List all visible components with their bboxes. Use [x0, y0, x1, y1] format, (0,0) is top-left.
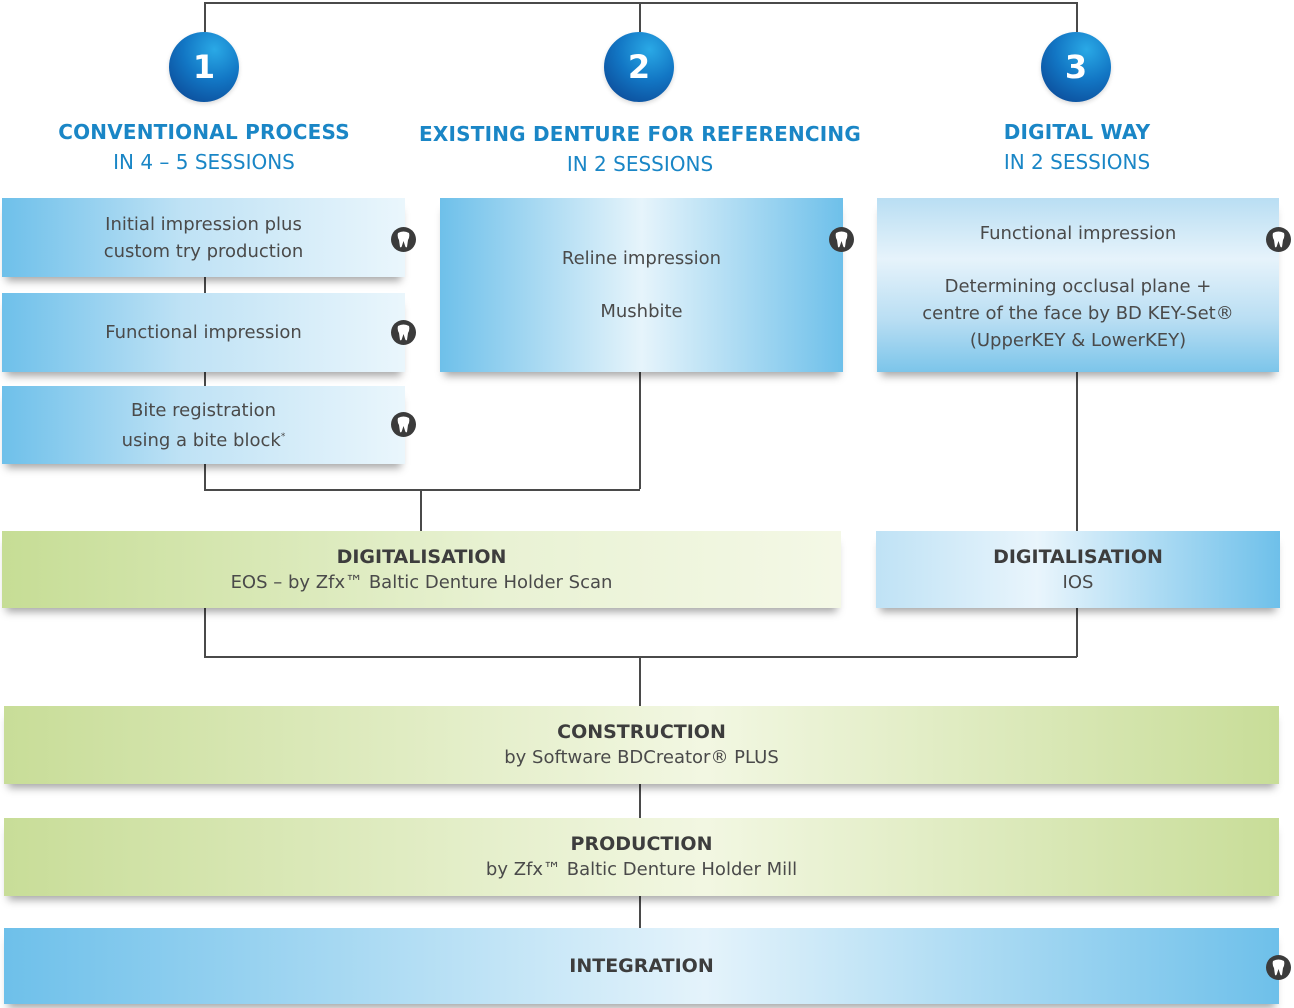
col3-line2: Determining occlusal plane +	[944, 276, 1212, 297]
step-number-1: 1	[169, 32, 239, 102]
tooth-icon	[391, 412, 416, 437]
col3-connector	[1076, 372, 1078, 531]
footnote-marker: *	[280, 431, 286, 442]
col1-step3-line2-wrap: using a bite block*	[122, 424, 286, 454]
col2-line1: Reline impression	[561, 248, 722, 269]
digitalisation-eos-title: DIGITALISATION	[336, 545, 507, 568]
col2-title: EXISTING DENTURE FOR REFERENCING	[419, 122, 861, 146]
col1-step-functional-impression: Functional impression	[2, 293, 405, 372]
col2-step-reline: Reline impression Mushbite	[440, 198, 843, 372]
eos-down-line	[204, 608, 206, 657]
top-connector-drop-2	[639, 2, 641, 32]
col3-step-functional: Functional impression Determining occlus…	[877, 198, 1279, 372]
top-connector-drop-3	[1076, 2, 1078, 32]
col1-step1-line2: custom try production	[103, 240, 304, 262]
tooth-icon	[1266, 227, 1291, 252]
col2-subtitle: IN 2 SESSIONS	[566, 152, 714, 176]
col3-line3: centre of the face by BD KEY-Set®	[922, 303, 1234, 324]
digitalisation-ios-subtitle: IOS	[1062, 571, 1094, 593]
production-connector	[639, 784, 641, 818]
production-subtitle: by Zfx™ Baltic Denture Holder Mill	[485, 859, 798, 880]
col1-step-initial-impression: Initial impression plus custom try produ…	[2, 198, 405, 277]
col1-connector-a	[204, 277, 206, 293]
col1-step2-line1: Functional impression	[105, 322, 302, 343]
construction-box: CONSTRUCTION by Software BDCreator® PLUS	[4, 706, 1279, 784]
col2-connector	[639, 372, 641, 489]
col1-connector-b	[204, 372, 206, 386]
col3-line1: Functional impression	[979, 223, 1177, 244]
digitalisation-eos-subtitle: EOS – by Zfx™ Baltic Denture Holder Scan	[230, 571, 613, 593]
tooth-icon	[829, 227, 854, 252]
production-box: PRODUCTION by Zfx™ Baltic Denture Holder…	[4, 818, 1279, 896]
construction-subtitle: by Software BDCreator® PLUS	[504, 747, 779, 768]
merge-line-digital	[204, 656, 1077, 658]
col2-line2: Mushbite	[600, 301, 683, 322]
construction-title: CONSTRUCTION	[557, 721, 726, 743]
digitalisation-ios-title: DIGITALISATION	[993, 545, 1163, 568]
top-connector-line	[204, 2, 1077, 4]
col1-step3-line1: Bite registration	[130, 399, 277, 421]
digitalisation-eos-box: DIGITALISATION EOS – by Zfx™ Baltic Dent…	[2, 531, 841, 608]
col3-line4: (UpperKEY & LowerKEY)	[969, 330, 1187, 351]
integration-connector	[639, 896, 641, 928]
construction-connector	[639, 656, 641, 706]
step-number-3: 3	[1041, 32, 1111, 102]
tooth-icon	[391, 227, 416, 252]
col1-step-bite-registration: Bite registration using a bite block*	[2, 386, 405, 464]
step-number-2: 2	[604, 32, 674, 102]
col1-step1-line1: Initial impression plus	[105, 213, 302, 235]
col1-subtitle: IN 4 – 5 SESSIONS	[113, 150, 295, 174]
digitalisation-ios-box: DIGITALISATION IOS	[876, 531, 1280, 608]
col3-title: DIGITAL WAY	[1003, 120, 1151, 144]
tooth-icon	[1266, 955, 1291, 980]
integration-title: INTEGRATION	[569, 955, 714, 977]
col3-subtitle: IN 2 SESSIONS	[1003, 150, 1151, 174]
top-connector-drop-1	[204, 2, 206, 32]
tooth-icon	[391, 320, 416, 345]
col1-title: CONVENTIONAL PROCESS	[58, 120, 350, 144]
integration-box: INTEGRATION	[4, 928, 1279, 1004]
ios-down-line	[1076, 608, 1078, 657]
col1-connector-c	[204, 464, 206, 489]
merge-line-1-2	[204, 489, 640, 491]
col1-step3-line2: using a bite block	[121, 429, 281, 451]
production-title: PRODUCTION	[570, 833, 713, 855]
merge-drop-eos	[420, 489, 422, 531]
